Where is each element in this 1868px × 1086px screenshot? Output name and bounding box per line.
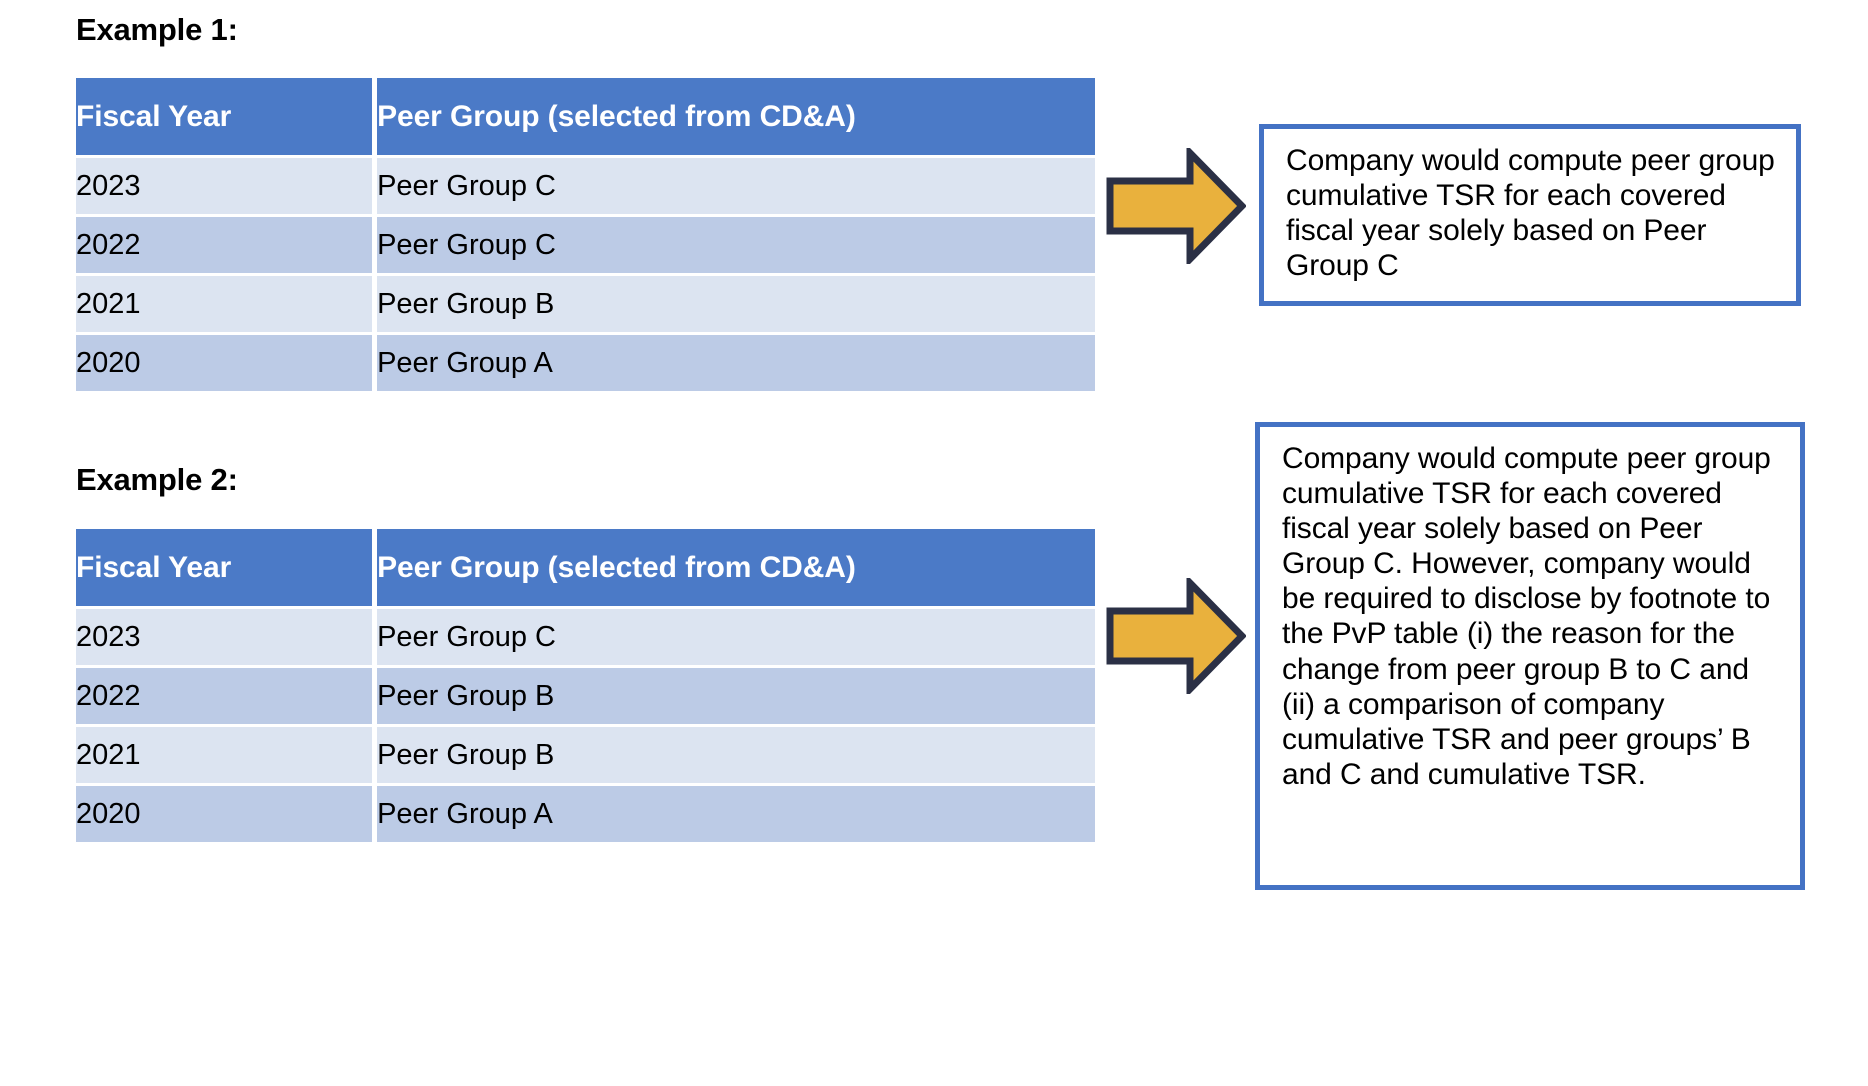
table-header-row: Fiscal Year Peer Group (selected from CD… <box>76 529 1095 606</box>
column-divider <box>372 78 378 155</box>
table-row: 2020 Peer Group A <box>76 783 1095 842</box>
table-row: 2023 Peer Group C <box>76 606 1095 665</box>
cell-peer-group: Peer Group C <box>377 155 1095 214</box>
cell-fiscal-year: 2021 <box>76 273 373 332</box>
cell-fiscal-year: 2020 <box>76 332 373 391</box>
cell-divider <box>372 783 378 842</box>
callout-text-example-2: Company would compute peer group cumulat… <box>1282 442 1771 791</box>
example-2-table: Fiscal Year Peer Group (selected from CD… <box>76 529 1095 842</box>
cell-fiscal-year: 2023 <box>76 155 373 214</box>
cell-peer-group: Peer Group C <box>377 214 1095 273</box>
callout-box-example-2: Company would compute peer group cumulat… <box>1255 422 1805 890</box>
cell-fiscal-year: 2020 <box>76 783 373 842</box>
column-header-fiscal-year: Fiscal Year <box>76 78 373 155</box>
cell-peer-group: Peer Group C <box>377 606 1095 665</box>
table-header-row: Fiscal Year Peer Group (selected from CD… <box>76 78 1095 155</box>
right-arrow-icon <box>1106 574 1247 699</box>
example-2-heading: Example 2: <box>76 462 238 497</box>
table-row: 2020 Peer Group A <box>76 332 1095 391</box>
cell-fiscal-year: 2022 <box>76 214 373 273</box>
column-divider <box>372 529 378 606</box>
cell-divider <box>372 606 378 665</box>
cell-peer-group: Peer Group B <box>377 724 1095 783</box>
example-1-heading: Example 1: <box>76 12 238 47</box>
column-header-peer-group: Peer Group (selected from CD&A) <box>377 78 1095 155</box>
table-row: 2022 Peer Group B <box>76 665 1095 724</box>
column-header-peer-group: Peer Group (selected from CD&A) <box>377 529 1095 606</box>
callout-text-example-1: Company would compute peer group cumulat… <box>1286 144 1775 283</box>
cell-peer-group: Peer Group B <box>377 665 1095 724</box>
cell-divider <box>372 214 378 273</box>
example-1-table: Fiscal Year Peer Group (selected from CD… <box>76 78 1095 391</box>
cell-fiscal-year: 2023 <box>76 606 373 665</box>
cell-divider <box>372 724 378 783</box>
cell-peer-group: Peer Group A <box>377 332 1095 391</box>
table-header: Fiscal Year Peer Group (selected from CD… <box>76 529 1095 606</box>
cell-peer-group: Peer Group B <box>377 273 1095 332</box>
table-row: 2021 Peer Group B <box>76 724 1095 783</box>
cell-fiscal-year: 2021 <box>76 724 373 783</box>
table-row: 2021 Peer Group B <box>76 273 1095 332</box>
cell-divider <box>372 155 378 214</box>
table-body: 2023 Peer Group C 2022 Peer Group B 2021… <box>76 606 1095 842</box>
table-row: 2023 Peer Group C <box>76 155 1095 214</box>
table-body: 2023 Peer Group C 2022 Peer Group C 2021… <box>76 155 1095 391</box>
right-arrow-icon <box>1106 144 1247 269</box>
cell-divider <box>372 665 378 724</box>
cell-divider <box>372 332 378 391</box>
table-header: Fiscal Year Peer Group (selected from CD… <box>76 78 1095 155</box>
callout-box-example-1: Company would compute peer group cumulat… <box>1259 124 1801 306</box>
column-header-fiscal-year: Fiscal Year <box>76 529 373 606</box>
cell-divider <box>372 273 378 332</box>
cell-peer-group: Peer Group A <box>377 783 1095 842</box>
cell-fiscal-year: 2022 <box>76 665 373 724</box>
table-row: 2022 Peer Group C <box>76 214 1095 273</box>
